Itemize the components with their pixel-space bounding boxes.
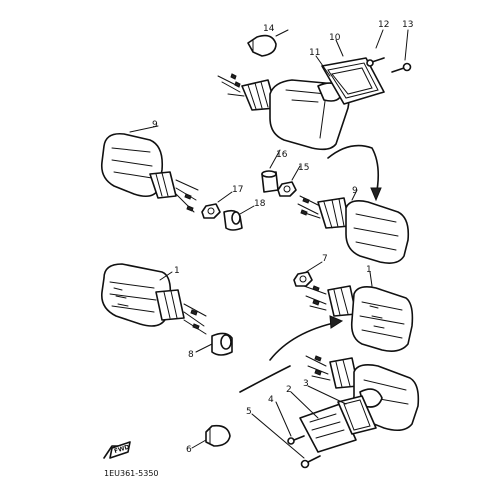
leader-6	[191, 439, 207, 449]
callout-9-left: 9	[152, 120, 158, 130]
callout-14: 14	[263, 24, 275, 34]
grommet-part-8	[211, 332, 233, 356]
bulb-part-14	[247, 34, 277, 57]
callout-6: 6	[186, 445, 192, 455]
grommet-part-16	[261, 170, 279, 193]
flasher-part-1-right	[303, 285, 414, 352]
callout-3: 3	[303, 379, 309, 389]
leader-7	[305, 261, 323, 273]
leader-3	[307, 385, 347, 405]
flasher-upper-right	[217, 73, 350, 151]
leader-16	[269, 149, 281, 169]
leader-5	[251, 413, 305, 459]
leader-17	[217, 191, 233, 203]
leader-15	[291, 165, 301, 181]
screw-part-13	[391, 62, 412, 73]
gasket-part-3	[337, 395, 377, 435]
nut-part-7	[293, 271, 313, 287]
lens-gasket-part-10-11	[321, 57, 385, 105]
flasher-part-9-right	[297, 195, 410, 264]
callout-1-right: 1	[366, 265, 372, 275]
leader-10	[335, 39, 344, 57]
move-arrow-upper	[327, 144, 380, 197]
move-arrow-lower	[269, 321, 339, 361]
bracket-line-lower	[239, 365, 291, 393]
callout-9-right: 9	[352, 186, 358, 196]
leader-14	[275, 29, 289, 37]
callout-15: 15	[298, 163, 309, 173]
screw-part-12	[366, 57, 385, 67]
leader-9b	[351, 189, 358, 201]
bulb-part-6	[205, 424, 231, 447]
leader-18	[239, 205, 255, 215]
callout-4: 4	[268, 395, 274, 405]
nut-part-15	[277, 181, 297, 197]
flasher-part-9-left	[100, 132, 199, 213]
leader-2	[290, 391, 319, 419]
callout-17: 17	[232, 185, 243, 195]
callout-7: 7	[322, 254, 328, 264]
callout-12: 12	[378, 20, 389, 30]
leader-9a	[129, 125, 159, 133]
screw-part-4	[287, 435, 305, 445]
drawing-code: 1EU361-5350	[104, 469, 159, 478]
leader-13	[404, 29, 409, 61]
callout-8: 8	[188, 350, 194, 360]
leader-8	[195, 343, 213, 353]
screw-part-5	[300, 455, 321, 469]
leader-4	[275, 401, 292, 437]
callout-11: 11	[309, 48, 320, 58]
callout-10: 10	[329, 33, 341, 43]
fwd-label: FWD	[113, 444, 130, 456]
callout-1-left: 1	[174, 266, 180, 276]
callout-2: 2	[286, 385, 292, 395]
leader-1a	[159, 271, 173, 281]
callout-18: 18	[254, 199, 266, 209]
leader-1b	[369, 271, 373, 287]
callout-13: 13	[402, 20, 413, 30]
callout-5: 5	[246, 407, 252, 417]
grommet-part-18	[223, 209, 243, 231]
callout-16: 16	[276, 150, 288, 160]
flasher-part-1-left	[100, 263, 207, 335]
lens-part-2	[299, 403, 357, 453]
fwd-direction-icon	[103, 441, 131, 459]
nut-part-17	[201, 203, 221, 219]
leader-11	[315, 55, 331, 77]
leader-12	[375, 29, 384, 49]
